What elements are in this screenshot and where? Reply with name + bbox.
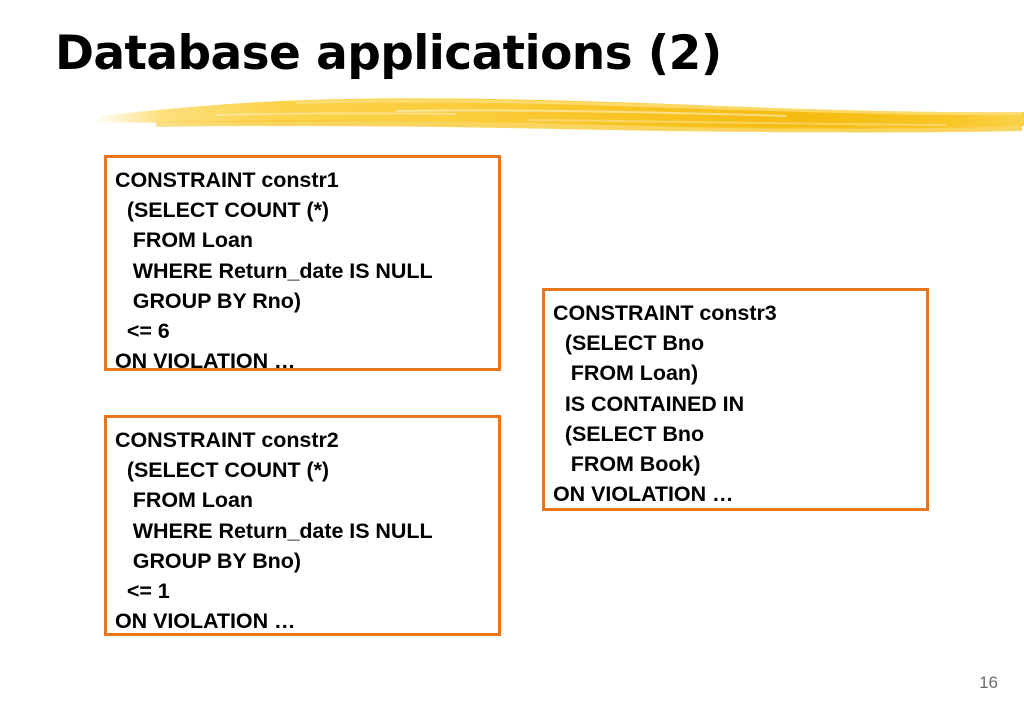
code-line: IS CONTAINED IN [553,391,745,416]
code-line: CONSTRAINT constr2 [115,428,339,452]
code-line: ON VIOLATION … [115,349,296,374]
constraint-box-constr3: CONSTRAINT constr3 (SELECT Bno FROM Loan… [542,288,929,511]
code-line: GROUP BY Rno) [115,288,301,313]
constraint-box-constr1: CONSTRAINT constr1 (SELECT COUNT (*) FRO… [104,155,501,373]
code-line: <= 1 [115,579,170,604]
brush-stroke-decoration [96,86,1024,138]
code-line: WHERE Return_date IS NULL [115,258,433,283]
page-number: 16 [979,673,998,692]
code-line: ON VIOLATION … [553,482,734,507]
code-line: (SELECT Bno [553,421,705,446]
code-line: GROUP BY Bno) [115,548,301,573]
code-line: <= 6 [115,319,170,344]
code-line: (SELECT COUNT (*) [115,458,330,483]
code-line: (SELECT Bno [553,331,705,356]
page-title: Database applications (2) [55,26,722,81]
code-line: FROM Loan [115,228,253,253]
constraint-box-constr2: CONSTRAINT constr2 (SELECT COUNT (*) FRO… [104,415,501,636]
code-line: CONSTRAINT constr3 [553,301,777,325]
code-line: WHERE Return_date IS NULL [115,518,433,543]
code-line: FROM Loan) [553,361,699,386]
code-line: FROM Loan [115,488,253,513]
code-line: ON VIOLATION … [115,609,296,634]
code-line: (SELECT COUNT (*) [115,198,330,223]
code-line: FROM Book) [553,452,701,477]
code-line: CONSTRAINT constr1 [115,168,339,192]
